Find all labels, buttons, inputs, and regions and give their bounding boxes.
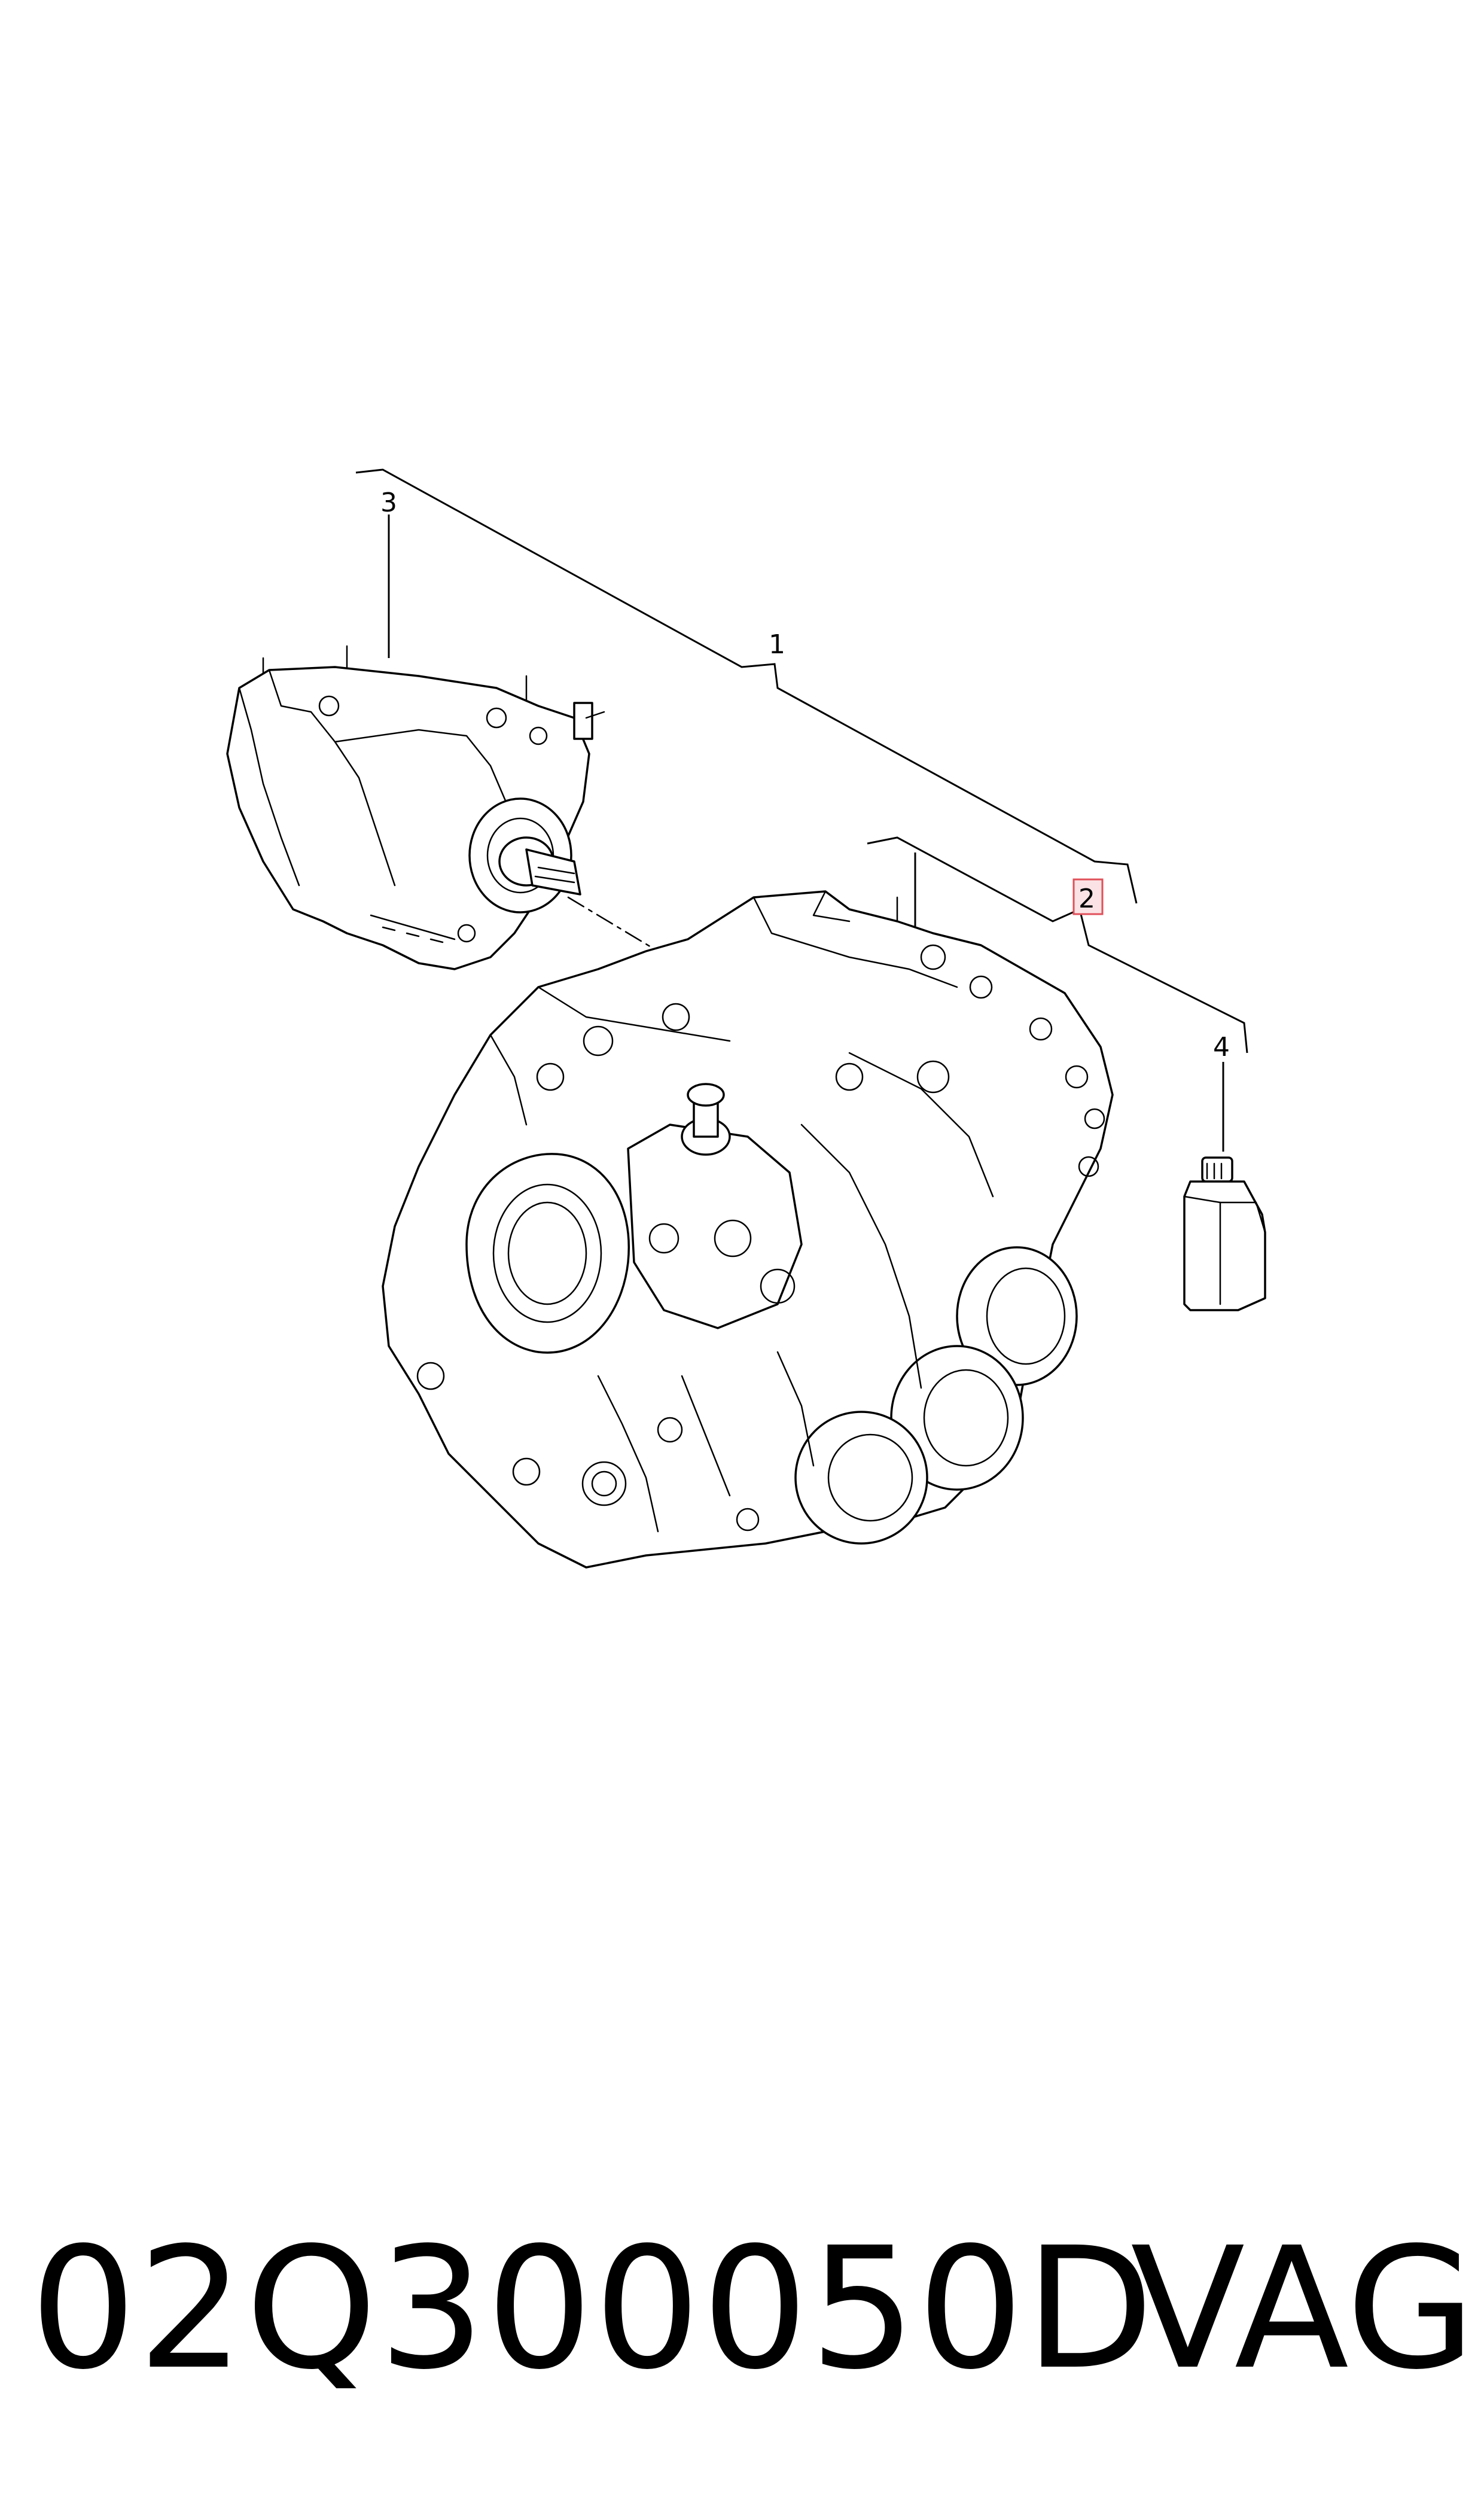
part-number: 02Q300050D bbox=[30, 2212, 1156, 2407]
gearbox-drawing bbox=[382, 890, 1114, 1569]
callout-2[interactable]: 2 bbox=[1078, 884, 1095, 914]
callout-3[interactable]: 3 bbox=[380, 488, 397, 518]
oil-bottle-drawing bbox=[1183, 1156, 1266, 1311]
callouts: 3 1 2 4 bbox=[380, 488, 1230, 1062]
transfer-case-drawing bbox=[226, 645, 605, 970]
callout-2-highlight bbox=[1072, 878, 1104, 915]
leader-item-1 bbox=[355, 468, 1138, 904]
axis-line bbox=[567, 896, 659, 952]
callout-4[interactable]: 4 bbox=[1213, 1032, 1230, 1062]
parts-diagram: 3 1 2 4 bbox=[226, 468, 1266, 1569]
footer: 02Q300050D VAG bbox=[0, 2213, 1484, 2489]
callout-1[interactable]: 1 bbox=[769, 629, 785, 660]
brand-label: VAG bbox=[1130, 2212, 1476, 2407]
